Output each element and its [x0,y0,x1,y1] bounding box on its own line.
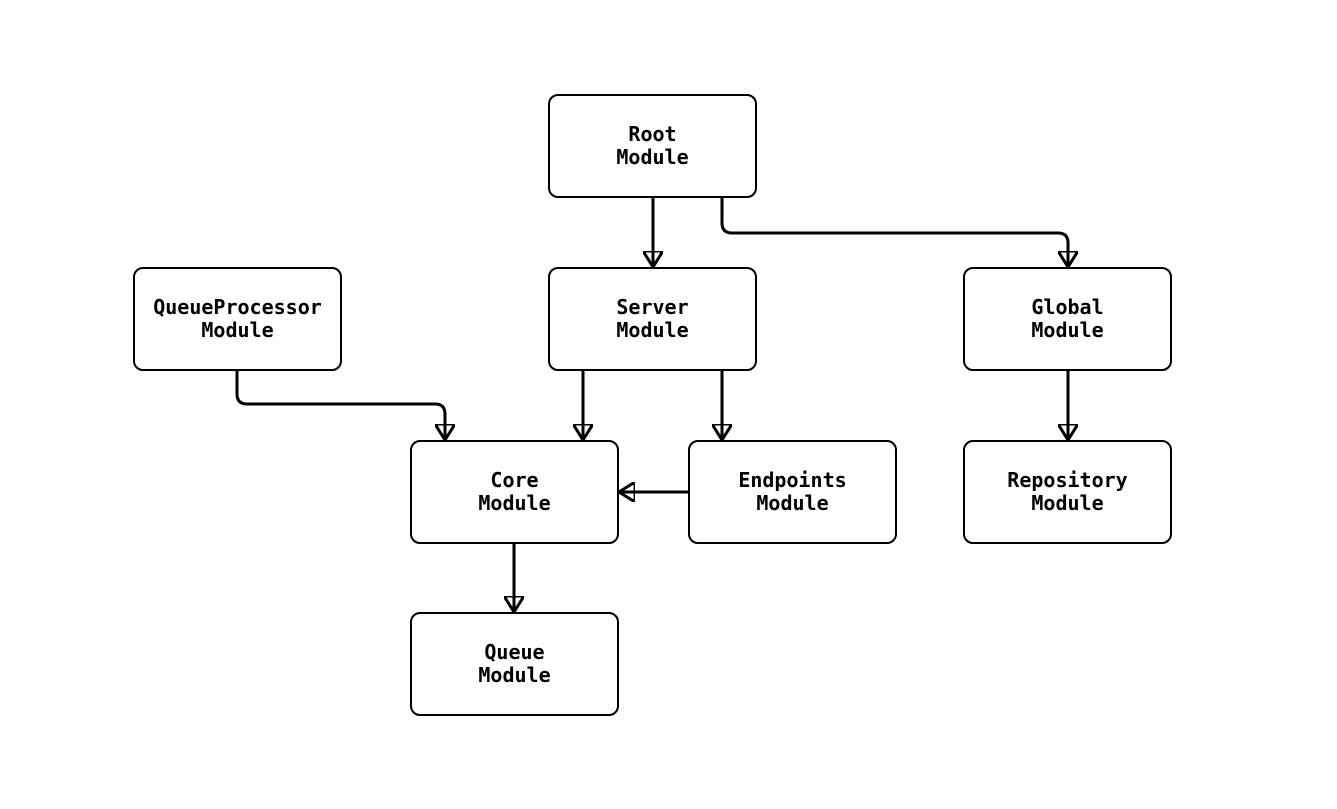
node-global-module-label: Global Module [1031,295,1104,342]
node-queue-module-label: Queue Module [478,640,551,687]
node-server-module-label: Server Module [616,295,689,342]
node-queue-module: Queue Module [410,612,619,716]
node-global-module: Global Module [963,267,1172,371]
node-repository-module: Repository Module [963,440,1172,544]
node-endpoints-module: Endpoints Module [688,440,897,544]
node-queueprocessor-module-label: QueueProcessor Module [153,295,322,342]
node-core-module-label: Core Module [478,468,551,515]
node-core-module: Core Module [410,440,619,544]
node-server-module: Server Module [548,267,757,371]
edge-root-to-global [720,198,1068,267]
node-repository-module-label: Repository Module [1007,468,1128,515]
node-queueprocessor-module: QueueProcessor Module [133,267,342,371]
node-endpoints-module-label: Endpoints Module [738,468,847,515]
edge-queueprocessor-to-core [235,371,445,440]
node-root-module: Root Module [548,94,757,198]
node-root-module-label: Root Module [616,122,689,169]
